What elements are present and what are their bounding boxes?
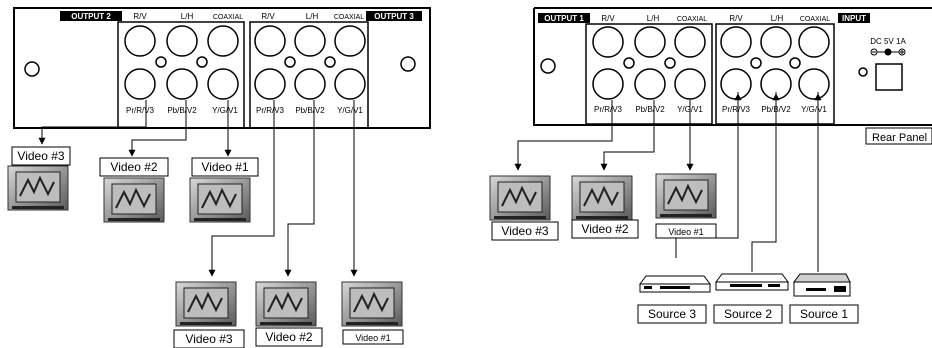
jack-label-lh: L/H <box>647 14 660 23</box>
rear-panel-caption: Rear Panel <box>872 132 927 144</box>
jack-label-pb: Pb/B/V2 <box>635 105 665 114</box>
input-label: INPUT <box>842 14 866 23</box>
video-box <box>99 157 169 177</box>
jack-label-y: Y/G/V1 <box>801 105 827 114</box>
video-box <box>571 219 639 239</box>
output2-tag <box>60 11 122 21</box>
set-top-box-icon <box>793 273 851 297</box>
right-wires <box>514 92 822 272</box>
left-rear-panel: OUTPUT 2 OUTPUT 3 R/V L/H COAXIAL R/V L/… <box>13 7 431 129</box>
tv-monitor-icon <box>7 165 69 211</box>
video-label: Video #1 <box>668 227 703 237</box>
tv-monitor-icon <box>341 281 403 327</box>
polarity-icon <box>870 48 906 56</box>
jack-label-pr: Pr/R/V3 <box>722 105 751 114</box>
output3-tag <box>366 11 422 21</box>
tv-monitor-icon <box>655 173 717 219</box>
right-rear-panel: OUTPUT 1 INPUT R/V L/H COAXIAL R/V L/H C… <box>533 7 932 145</box>
left-wires <box>38 100 358 277</box>
video-box <box>191 157 259 177</box>
mount-hole-small <box>858 67 868 77</box>
output1-tag <box>538 13 590 23</box>
source-box <box>789 304 859 324</box>
jack-label-coaxial: COAXIAL <box>677 16 707 23</box>
left-mount-hole <box>24 61 40 77</box>
rca-jacks-left-2 <box>254 25 366 100</box>
video-label: Video #3 <box>185 332 232 346</box>
video-box <box>173 329 245 348</box>
jack-label-coaxial: COAXIAL <box>213 14 243 21</box>
jack-label-pb: Pb/B/V2 <box>167 106 197 115</box>
video-label: Video #2 <box>581 222 628 236</box>
tv-monitor-icon <box>255 281 317 327</box>
jack-label-lh: L/H <box>306 12 319 21</box>
monitor-icons <box>7 165 717 327</box>
source-devices: Source 3 Source 2 Source 1 <box>637 273 859 324</box>
output2-jack-group <box>117 21 245 129</box>
jack-label-lh: L/H <box>771 14 784 23</box>
rear-panel-caption-box <box>865 127 932 145</box>
jack-label-lh: L/H <box>181 12 194 21</box>
jack-label-coaxial: COAXIAL <box>800 16 830 23</box>
source-box <box>637 304 707 324</box>
output1-jack-group <box>585 23 713 125</box>
input-jack-group <box>715 23 835 125</box>
right-mount-hole <box>400 56 416 72</box>
source-box <box>713 304 783 324</box>
video-label: Video #1 <box>201 160 248 174</box>
video-labels: Video #3 Video #2 Video #1 Video #3 Vide… <box>11 146 717 348</box>
video-label: Video #3 <box>17 149 64 163</box>
jack-label-rv: R/V <box>601 14 615 23</box>
power-rating-label: DC 5V 1A <box>870 37 906 46</box>
video-label: Video #3 <box>501 224 548 238</box>
output1-label: OUTPUT 1 <box>544 14 584 23</box>
jack-label-pr: Pr/R/V3 <box>256 106 285 115</box>
jack-label-rv: R/V <box>729 14 743 23</box>
video-box <box>655 223 717 239</box>
rca-jacks-right-1 <box>592 26 706 100</box>
output3-label: OUTPUT 3 <box>374 12 414 21</box>
jack-label-coaxial: COAXIAL <box>334 14 364 21</box>
rca-jacks-right-2 <box>720 26 830 100</box>
jack-label-rv: R/V <box>133 12 147 21</box>
video-label: Video #1 <box>355 333 390 343</box>
video-box <box>255 327 323 347</box>
video-box <box>11 146 71 166</box>
jack-label-pb: Pb/B/V2 <box>295 106 325 115</box>
rca-jacks-left-1 <box>124 25 239 100</box>
source-3-label: Source 3 <box>648 307 696 321</box>
tv-monitor-icon <box>189 177 251 223</box>
source-1-label: Source 1 <box>800 307 848 321</box>
jack-label-rv: R/V <box>261 12 275 21</box>
jack-label-pr: Pr/R/V3 <box>126 106 155 115</box>
right-panel-body <box>533 7 932 126</box>
output3-jack-group <box>249 21 369 129</box>
tv-monitor-icon <box>175 281 237 327</box>
source-2-label: Source 2 <box>724 307 772 321</box>
vcr-icon <box>715 273 789 291</box>
video-box <box>342 329 404 345</box>
dvd-player-icon <box>639 275 711 293</box>
jack-label-y: Y/G/V1 <box>337 106 363 115</box>
output2-label: OUTPUT 2 <box>71 12 111 21</box>
tv-monitor-icon <box>103 177 165 223</box>
jack-label-pr: Pr/R/V3 <box>594 105 623 114</box>
dc-power-jack <box>875 63 903 91</box>
jack-label-y: Y/G/V1 <box>212 106 238 115</box>
video-label: Video #2 <box>265 330 312 344</box>
video-box <box>491 221 559 241</box>
mount-hole <box>540 58 556 74</box>
input-tag <box>838 13 870 23</box>
tv-monitor-icon <box>489 175 551 221</box>
tv-monitor-icon <box>571 175 633 221</box>
video-label: Video #2 <box>110 160 157 174</box>
